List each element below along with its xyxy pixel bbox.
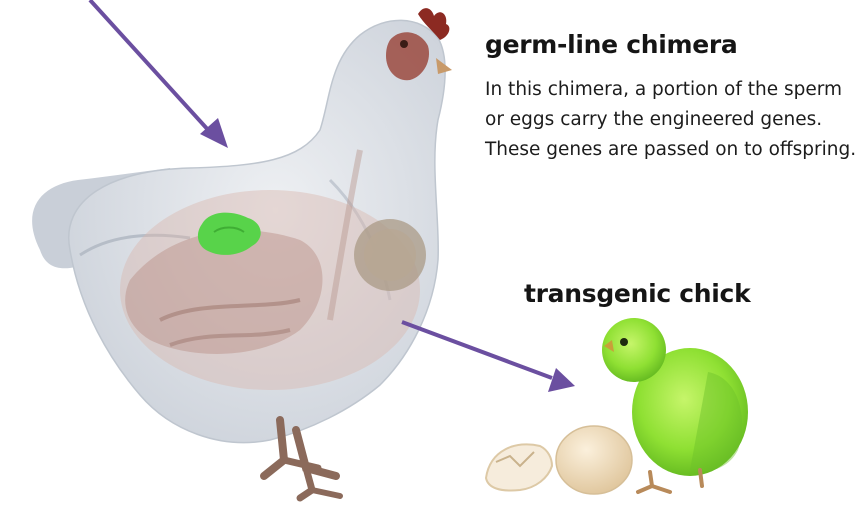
arrow-to-hen [90, 0, 228, 148]
germline-chimera-title: germ-line chimera [485, 30, 738, 59]
egg-illustration [556, 426, 632, 494]
eggshell-illustration [486, 444, 552, 490]
arrow-to-chick [402, 322, 575, 392]
chick-eye-icon [620, 338, 628, 346]
germline-chimera-description: In this chimera, a portion of the sperm … [485, 75, 863, 165]
transgenic-chick-title: transgenic chick [524, 279, 750, 308]
hen-illustration [32, 8, 452, 498]
hen-eye-icon [400, 40, 408, 48]
